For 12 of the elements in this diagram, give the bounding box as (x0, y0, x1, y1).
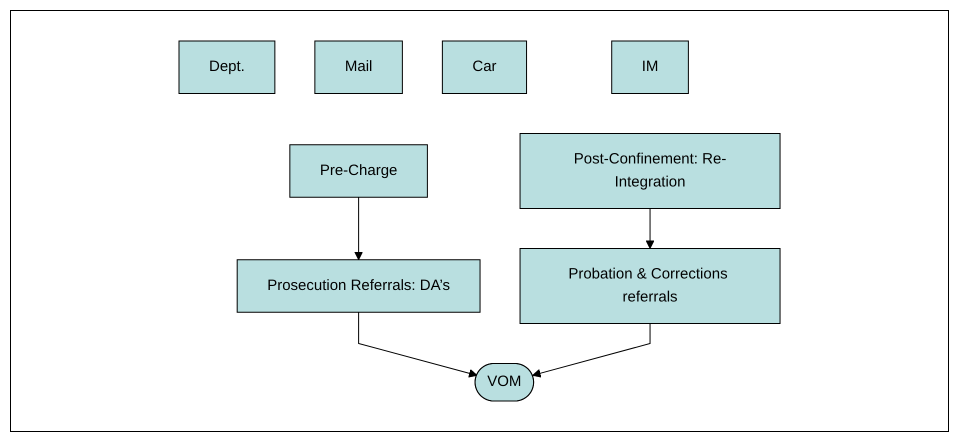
node-box: Car (442, 40, 528, 94)
node-box: Pre-Charge (289, 144, 428, 198)
node-box: Prosecution Referrals: DA’s (236, 259, 481, 313)
node-box: IM (611, 40, 689, 94)
arrow (532, 323, 651, 378)
arrow (358, 312, 478, 378)
node-box: Dept. (178, 40, 276, 94)
node-box: Mail (314, 40, 403, 94)
arrow (646, 208, 654, 249)
arrow (354, 196, 363, 260)
node-box: Post-Confinement: Re-Integration (520, 133, 781, 209)
node-box: Probation & Corrections referrals (520, 248, 781, 324)
